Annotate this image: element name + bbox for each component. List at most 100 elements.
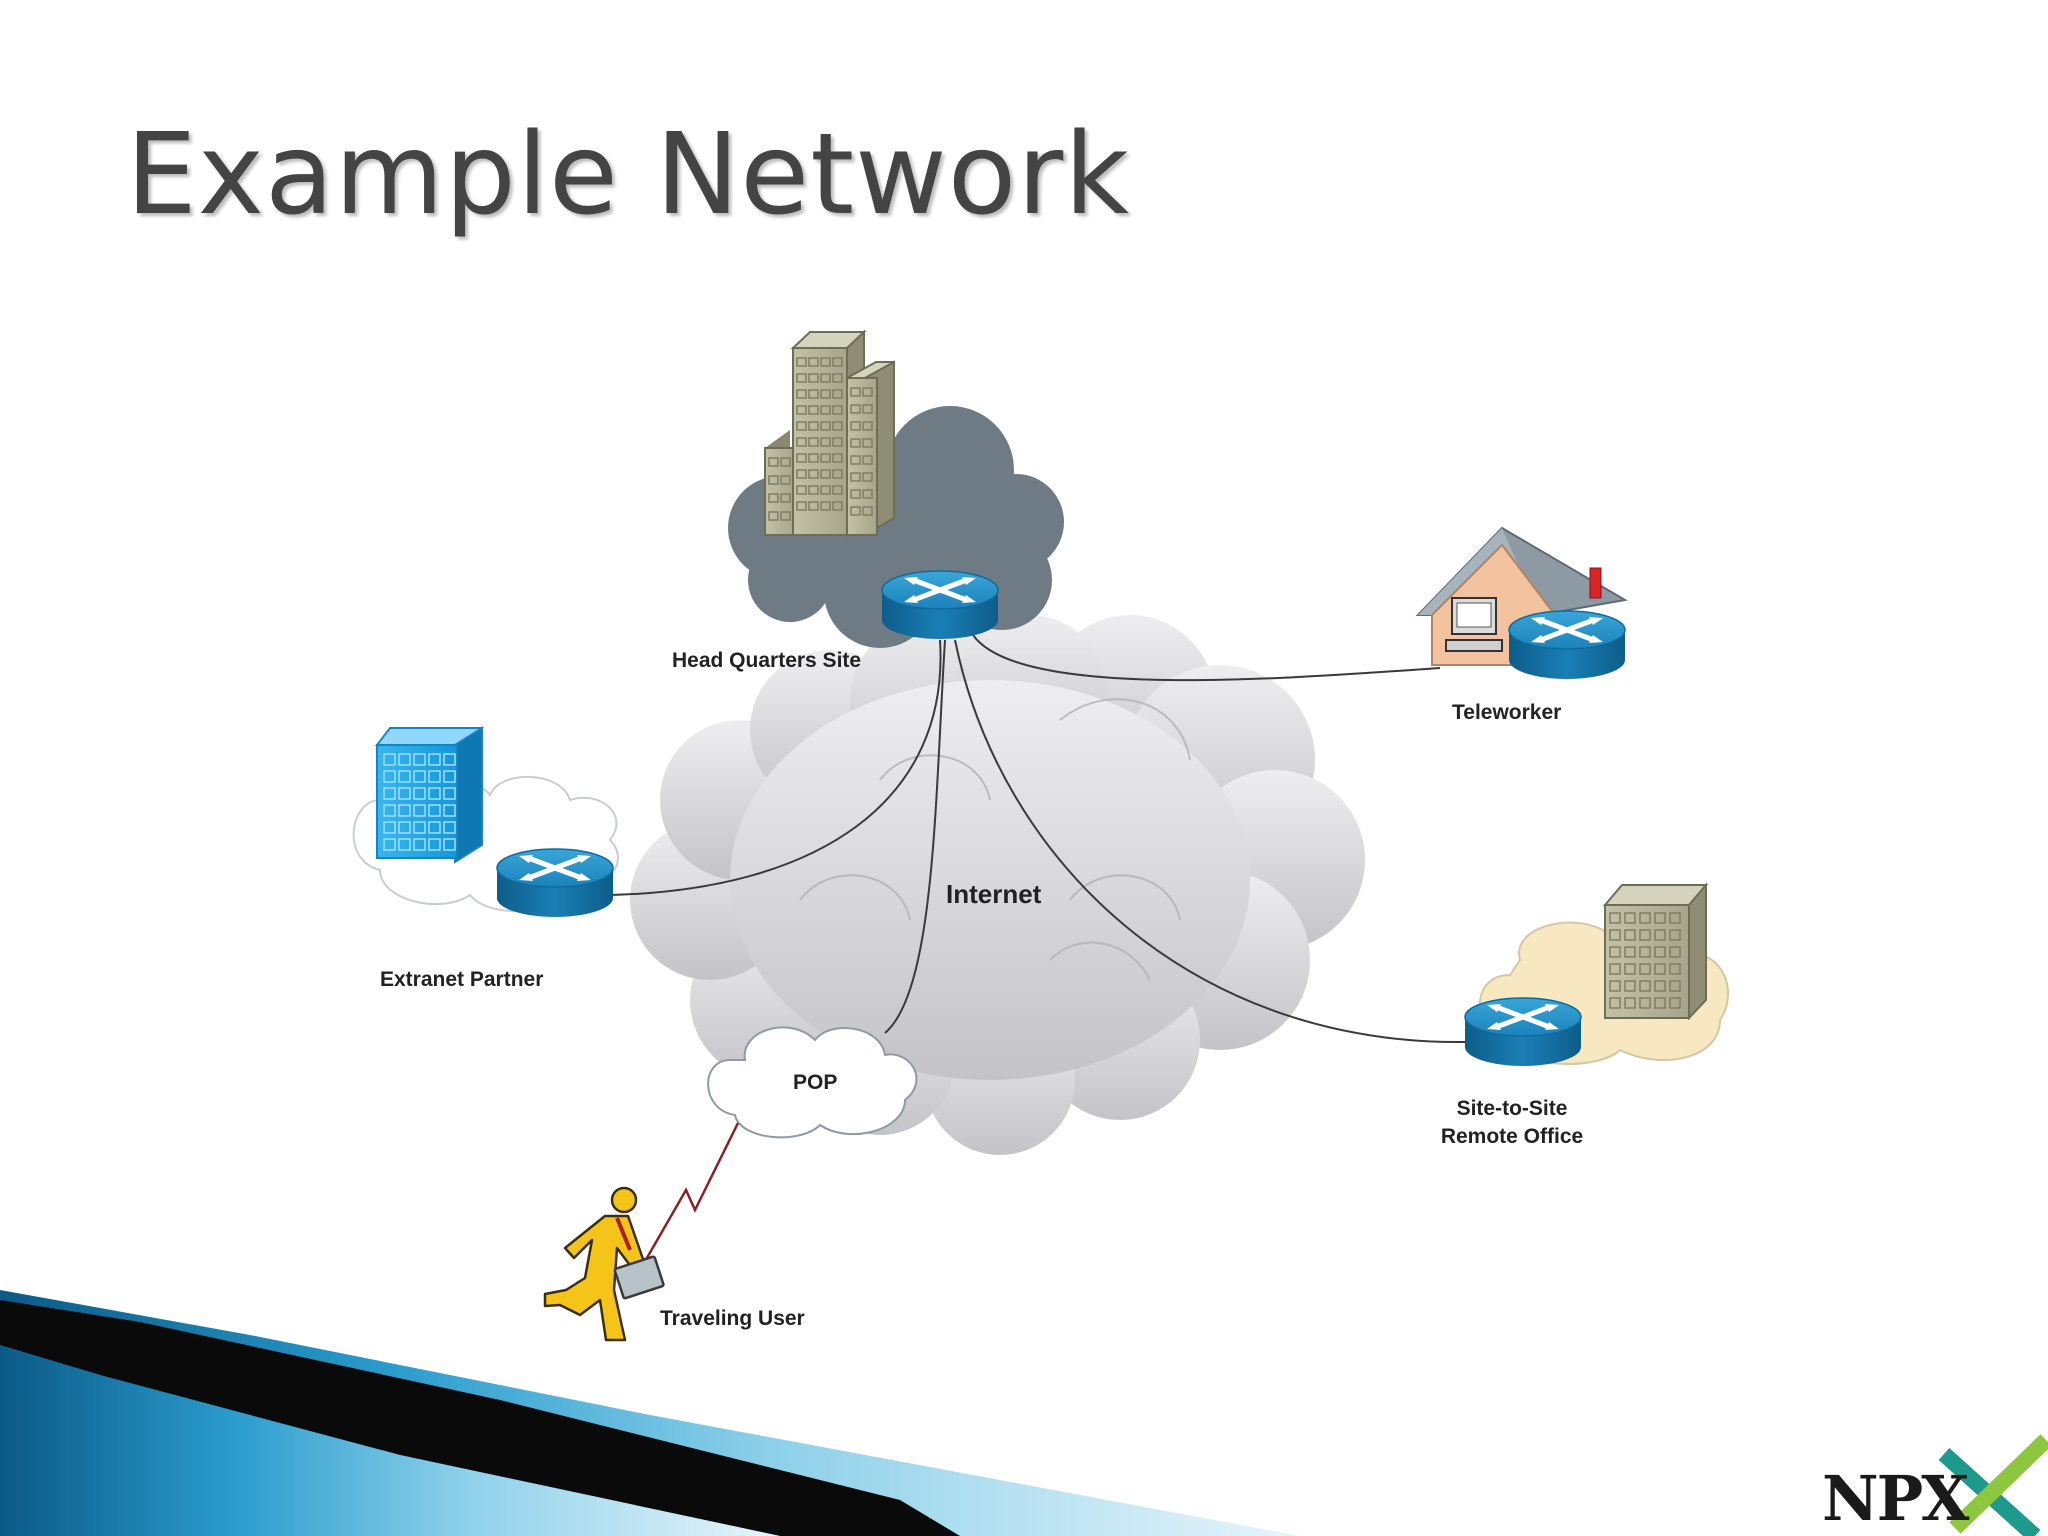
building-window — [850, 455, 861, 465]
building-window — [832, 485, 843, 495]
building-window — [796, 421, 807, 431]
building-window — [398, 753, 411, 766]
building-window — [383, 821, 396, 834]
building-window — [768, 457, 779, 467]
building-window — [1654, 997, 1666, 1009]
building-window — [1669, 997, 1681, 1009]
building-window — [1654, 912, 1666, 924]
link-hq-teleworker — [969, 629, 1441, 682]
building-window — [383, 787, 396, 800]
npx-logo: NPX — [1822, 1434, 2048, 1536]
building-window — [398, 821, 411, 834]
building-window — [832, 437, 843, 447]
building-window — [1669, 912, 1681, 924]
building-window — [780, 511, 791, 521]
building-window — [1639, 997, 1651, 1009]
slide-title: Example Network — [126, 110, 1131, 240]
building-window — [832, 373, 843, 383]
building-window — [1639, 929, 1651, 941]
building-window — [428, 821, 441, 834]
building-window — [398, 787, 411, 800]
building-window — [808, 421, 819, 431]
extranet-building-icon — [374, 726, 485, 864]
building-window — [1639, 946, 1651, 958]
pop-cloud — [707, 1026, 918, 1139]
building-window — [862, 387, 873, 397]
building-window — [428, 753, 441, 766]
building-window — [820, 421, 831, 431]
building-window — [413, 804, 426, 817]
building-window — [1609, 929, 1621, 941]
building-window — [832, 405, 843, 415]
building-window — [862, 489, 873, 499]
building-window — [1609, 963, 1621, 975]
building-window — [820, 357, 831, 367]
building-window — [1609, 997, 1621, 1009]
building-window — [808, 485, 819, 495]
building-window — [398, 804, 411, 817]
teleworker-house-icon — [1415, 526, 1628, 666]
building-window — [443, 804, 456, 817]
building-window — [850, 404, 861, 414]
building-window — [1609, 912, 1621, 924]
building-window — [1654, 963, 1666, 975]
link-hq-extranet — [609, 639, 942, 896]
building-window — [768, 475, 779, 485]
building-window — [768, 511, 779, 521]
building-window — [796, 373, 807, 383]
internet-cloud — [630, 615, 1365, 1155]
building-window — [820, 485, 831, 495]
hq-router — [882, 571, 998, 639]
building-window — [808, 357, 819, 367]
building-window — [820, 437, 831, 447]
building-window — [796, 485, 807, 495]
building-window — [780, 493, 791, 503]
teleworker-router — [1509, 611, 1625, 679]
building-window — [1624, 997, 1636, 1009]
building-window — [443, 838, 456, 851]
building-window — [1609, 946, 1621, 958]
building-window — [808, 453, 819, 463]
building-window — [1624, 929, 1636, 941]
building-window — [832, 453, 843, 463]
building-window — [1669, 929, 1681, 941]
building-window — [808, 373, 819, 383]
building-window — [398, 770, 411, 783]
building-window — [443, 753, 456, 766]
building-window — [796, 357, 807, 367]
building-window — [808, 469, 819, 479]
building-window — [820, 405, 831, 415]
building-window — [1639, 963, 1651, 975]
building-window — [768, 493, 779, 503]
building-window — [832, 501, 843, 511]
building-window — [850, 472, 861, 482]
building-window — [796, 469, 807, 479]
headquarters-label: Head Quarters Site — [672, 649, 861, 672]
building-window — [1624, 963, 1636, 975]
building-window — [383, 770, 396, 783]
building-window — [796, 437, 807, 447]
teleworker-label: Teleworker — [1452, 701, 1561, 724]
building-window — [1654, 946, 1666, 958]
building-window — [820, 389, 831, 399]
building-window — [850, 506, 861, 516]
building-window — [820, 373, 831, 383]
building-window — [832, 469, 843, 479]
headquarters-buildings-icon — [764, 329, 895, 538]
building-window — [1639, 912, 1651, 924]
building-window — [1639, 980, 1651, 992]
pop-label: POP — [793, 1071, 837, 1094]
decorative-banner — [0, 1290, 1300, 1536]
building-window — [820, 453, 831, 463]
building-window — [850, 489, 861, 499]
traveling-user-label: Traveling User — [660, 1307, 805, 1330]
building-window — [832, 421, 843, 431]
building-window — [862, 455, 873, 465]
internet-label: Internet — [946, 879, 1042, 909]
building-window — [862, 438, 873, 448]
building-window — [428, 787, 441, 800]
building-window — [383, 838, 396, 851]
link-pop-traveling-user — [638, 1122, 740, 1271]
building-window — [413, 821, 426, 834]
